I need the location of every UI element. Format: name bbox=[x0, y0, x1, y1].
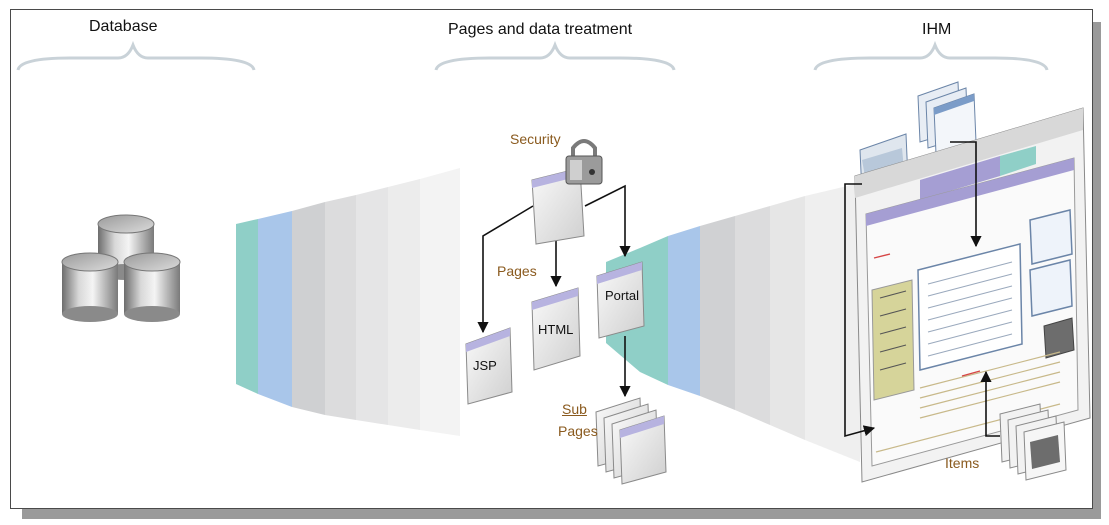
jsp-page-tile: JSP bbox=[465, 327, 513, 405]
portal-label: Portal bbox=[605, 288, 639, 303]
sub-pages-stack bbox=[595, 397, 667, 485]
html-page-tile: HTML bbox=[531, 287, 581, 371]
label-sub: Sub bbox=[562, 401, 587, 417]
label-pages: Pages bbox=[497, 263, 537, 279]
heading-ihm: IHM bbox=[922, 21, 952, 38]
brace-ihm bbox=[813, 40, 1049, 71]
left-funnel bbox=[236, 168, 460, 436]
label-security: Security bbox=[510, 131, 561, 147]
heading-database: Database bbox=[89, 18, 158, 35]
ihm-browser-window bbox=[854, 107, 1091, 483]
brace-database bbox=[16, 40, 256, 71]
heading-pages: Pages and data treatment bbox=[448, 21, 633, 38]
lock-icon bbox=[565, 139, 603, 185]
label-items: Items bbox=[945, 455, 980, 471]
right-funnel bbox=[606, 183, 860, 462]
items-stack bbox=[999, 403, 1067, 481]
cylinder-left bbox=[61, 252, 119, 322]
database-icon bbox=[61, 214, 181, 322]
portal-page-tile: Portal bbox=[596, 261, 645, 339]
label-sub-pages: Pages bbox=[558, 423, 598, 439]
brace-pages bbox=[434, 40, 676, 71]
ihm-thumbnail-stack bbox=[917, 81, 977, 155]
html-label: HTML bbox=[538, 322, 573, 337]
jsp-label: JSP bbox=[473, 358, 497, 373]
cylinder-right bbox=[123, 252, 181, 322]
ihm-arrows bbox=[844, 141, 1000, 438]
